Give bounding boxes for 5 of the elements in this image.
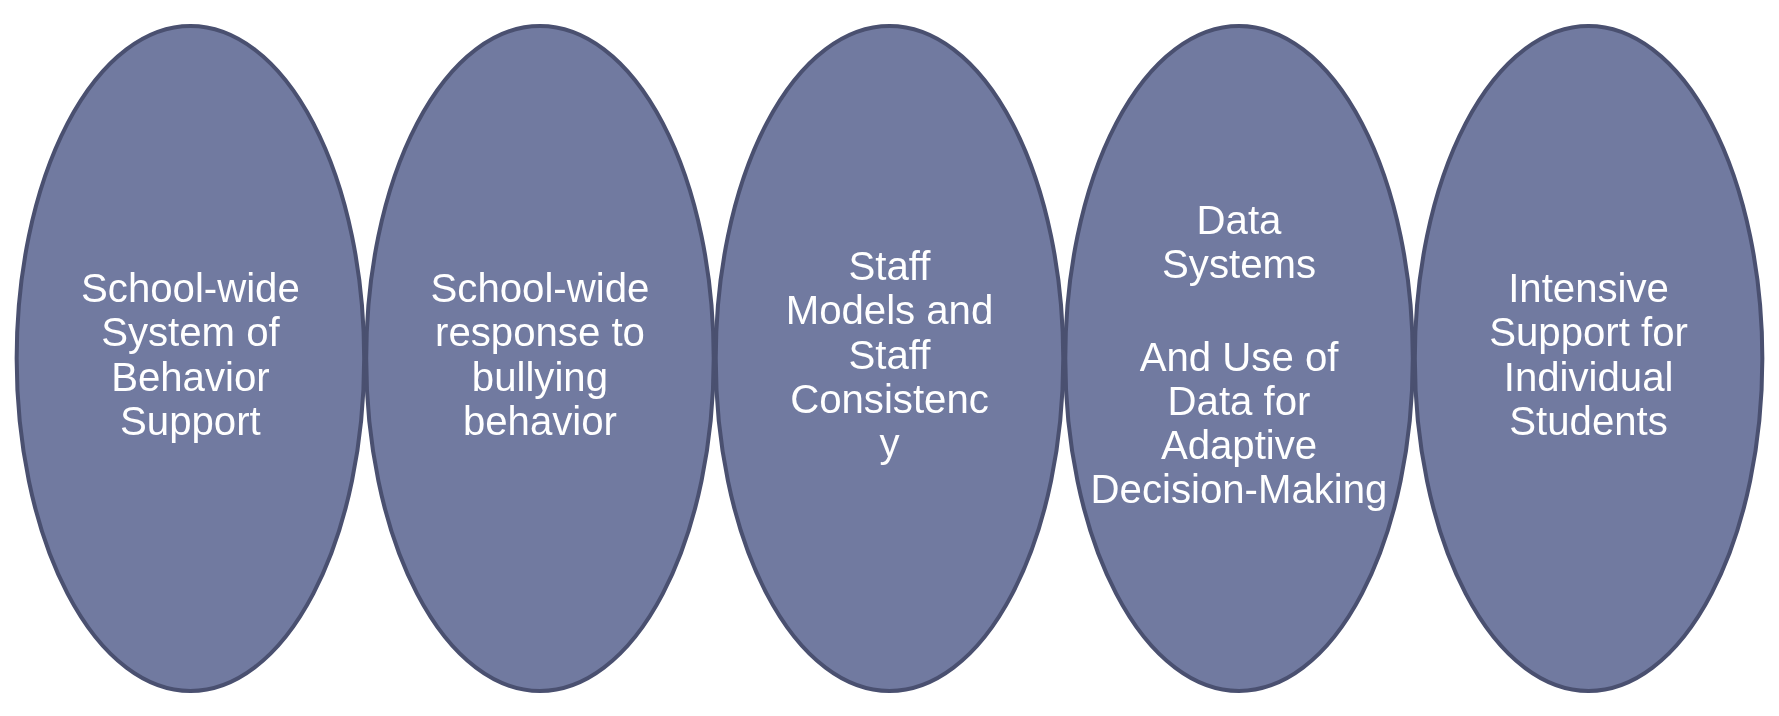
node-ellipse: School-wide System of Behavior Support [14,23,367,693]
node-ellipse: Data Systems And Use of Data for Adaptive Decision-Making [1063,23,1415,693]
node-ellipse: Intensive Support for Individual Students [1412,23,1765,693]
node-ellipse: Staff Models and Staff Consistenc y [713,23,1066,693]
node-ellipse: School-wide response to bullying behavior [364,23,716,693]
